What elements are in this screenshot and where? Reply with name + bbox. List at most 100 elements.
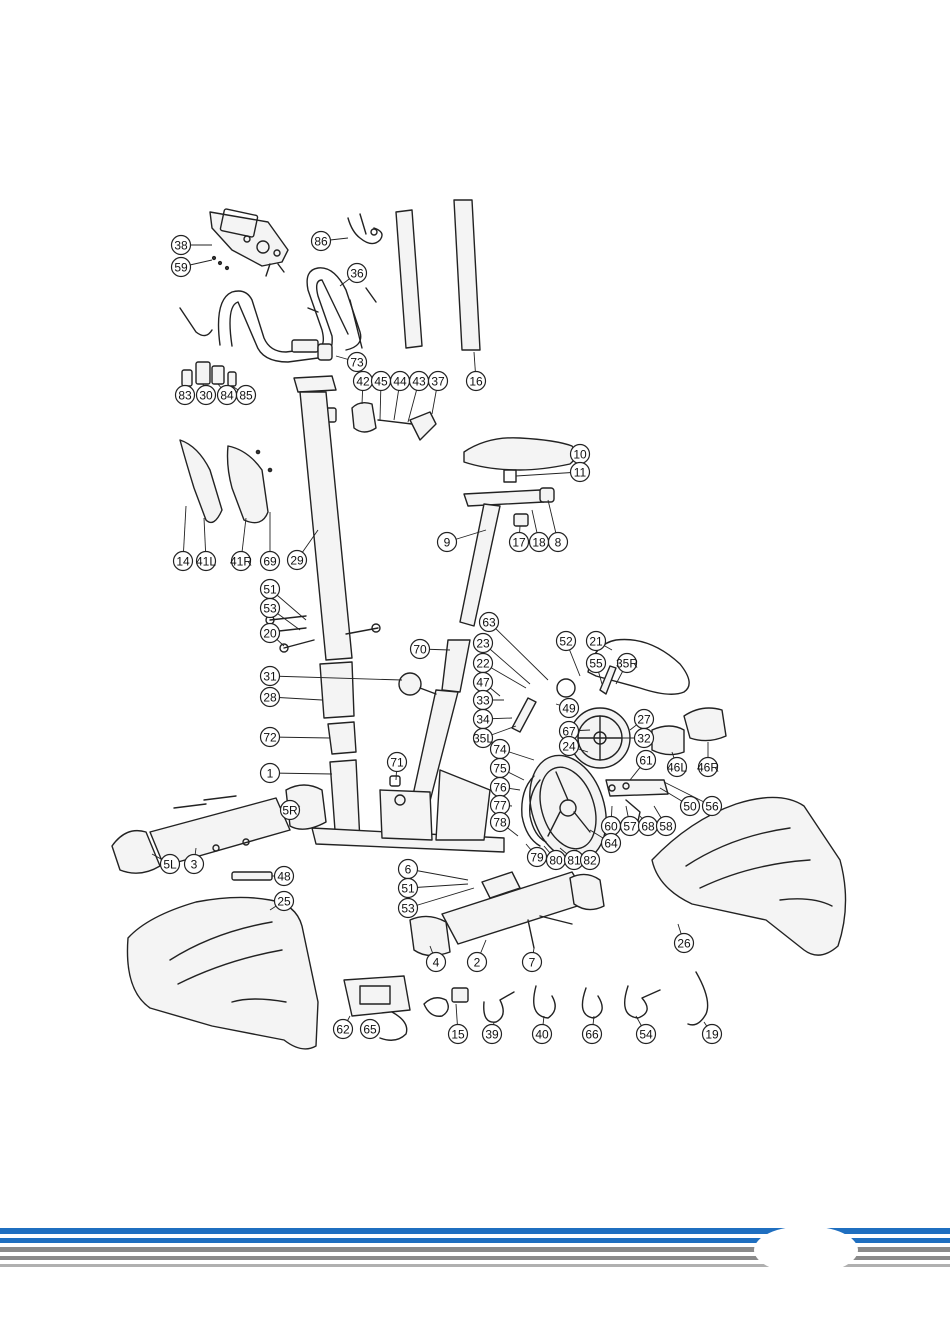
callout-82: 82 [581, 851, 600, 870]
callout-label: 25 [277, 895, 291, 909]
handle-cover-parts [180, 440, 272, 523]
callout-69: 69 [261, 552, 280, 571]
callout-35r: 35R [616, 654, 638, 673]
callout-label: 10 [573, 448, 587, 462]
seat-slider-part [464, 488, 554, 526]
seat-post-part [460, 504, 500, 626]
callout-label: 41R [230, 555, 252, 569]
callout-label: 44 [393, 375, 407, 389]
callout-54: 54 [637, 1025, 656, 1044]
callout-label: 6 [405, 863, 412, 877]
callout-label: 53 [263, 602, 277, 616]
callout-label: 2 [474, 956, 481, 970]
callout-38: 38 [172, 236, 191, 255]
callout-label: 18 [532, 536, 546, 550]
callout-label: 80 [549, 854, 563, 868]
callout-label: 50 [683, 800, 697, 814]
callout-80: 80 [547, 851, 566, 870]
callout-31: 31 [261, 667, 280, 686]
callout-label: 9 [444, 536, 451, 550]
callout-68: 68 [639, 817, 658, 836]
callout-73: 73 [348, 353, 367, 372]
callout-34: 34 [474, 710, 493, 729]
callout-label: 61 [639, 754, 653, 768]
callout-label: 11 [574, 466, 587, 480]
callout-label: 72 [263, 731, 277, 745]
callout-7: 7 [523, 953, 542, 972]
callout-5l: 5L [161, 855, 180, 874]
callout-label: 78 [493, 816, 507, 830]
callout-58: 58 [657, 817, 676, 836]
callout-label: 86 [314, 235, 328, 249]
callout-label: 14 [176, 555, 190, 569]
callout-4: 4 [427, 953, 446, 972]
callout-label: 51 [401, 882, 415, 896]
callout-label: 38 [174, 239, 188, 253]
callout-74: 74 [491, 740, 510, 759]
power-adapter-part [424, 988, 468, 1016]
callout-label: 42 [356, 375, 370, 389]
callout-24: 24 [560, 737, 579, 756]
callout-label: 65 [363, 1023, 377, 1037]
callout-11: 11 [571, 463, 590, 482]
callout-35l: 35L [473, 729, 493, 748]
callout-53: 53 [399, 899, 418, 918]
callout-label: 46R [697, 761, 719, 775]
callout-76: 76 [491, 778, 510, 797]
callout-52: 52 [557, 632, 576, 651]
callout-9: 9 [438, 533, 457, 552]
callout-26: 26 [675, 934, 694, 953]
callout-70: 70 [411, 640, 430, 659]
callout-2: 2 [468, 953, 487, 972]
console-part [210, 209, 288, 276]
callout-19: 19 [703, 1025, 722, 1044]
callout-25: 25 [275, 892, 294, 911]
callout-44: 44 [391, 372, 410, 391]
right-shroud-part [652, 797, 846, 955]
callout-label: 7 [529, 956, 536, 970]
cable-parts [484, 972, 708, 1025]
callout-41r: 41R [230, 552, 252, 571]
callout-label: 33 [476, 694, 490, 708]
callout-49: 49 [560, 699, 579, 718]
callout-label: 73 [350, 356, 364, 370]
callout-8: 8 [549, 533, 568, 552]
callout-label: 23 [476, 637, 490, 651]
callout-16: 16 [467, 372, 486, 391]
callout-label: 45 [374, 375, 388, 389]
callout-43: 43 [410, 372, 429, 391]
callout-66: 66 [583, 1025, 602, 1044]
callout-label: 39 [485, 1028, 499, 1042]
sensor-wire-part [348, 214, 382, 244]
callout-label: 74 [493, 743, 507, 757]
callout-46l: 46L [667, 758, 687, 777]
callout-59: 59 [172, 258, 191, 277]
callout-77: 77 [491, 796, 510, 815]
handlebar-part [180, 268, 376, 362]
callout-label: 1 [267, 767, 274, 781]
callout-64: 64 [602, 834, 621, 853]
rear-stabilizer-part [410, 872, 604, 956]
callout-label: 31 [263, 670, 277, 684]
callout-label: 77 [493, 799, 507, 813]
callout-1: 1 [261, 764, 280, 783]
callout-label: 81 [567, 854, 581, 868]
callout-label: 26 [677, 937, 691, 951]
callout-label: 24 [562, 740, 576, 754]
callout-40: 40 [533, 1025, 552, 1044]
callout-30: 30 [197, 386, 216, 405]
callout-label: 56 [705, 800, 719, 814]
callout-10: 10 [571, 445, 590, 464]
callout-51: 51 [399, 879, 418, 898]
callout-label: 19 [705, 1028, 719, 1042]
callout-label: 69 [263, 555, 277, 569]
callout-label: 4 [433, 956, 440, 970]
callout-label: 20 [263, 627, 277, 641]
callout-63: 63 [480, 613, 499, 632]
callout-label: 28 [263, 691, 277, 705]
callout-51: 51 [261, 580, 280, 599]
callout-label: 27 [637, 713, 651, 727]
front-stabilizer-part [112, 785, 326, 873]
callout-15: 15 [449, 1025, 468, 1044]
callout-label: 70 [413, 643, 427, 657]
